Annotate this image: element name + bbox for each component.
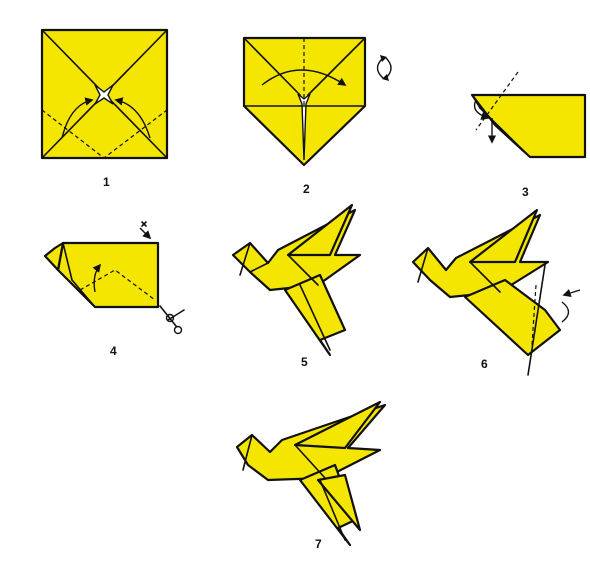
step-label-6: 6: [481, 357, 488, 371]
step-1-figure: [40, 28, 169, 160]
step-2-figure: [242, 36, 367, 167]
step-label-4: 4: [110, 344, 117, 358]
step-label-2: 2: [303, 182, 310, 196]
step-3-figure: [470, 71, 587, 159]
step-5-figure: [231, 203, 362, 357]
step-6-figure: [411, 208, 581, 376]
step-label-5: 5: [301, 355, 308, 369]
step-7-figure: [235, 400, 387, 547]
step-label-7: 7: [315, 537, 322, 551]
step-label-1: 1: [103, 175, 110, 189]
step-label-3: 3: [522, 185, 529, 199]
turn-over-icon: [376, 55, 392, 81]
scissors-icon: [159, 305, 185, 335]
step-4-figure: [43, 221, 160, 309]
